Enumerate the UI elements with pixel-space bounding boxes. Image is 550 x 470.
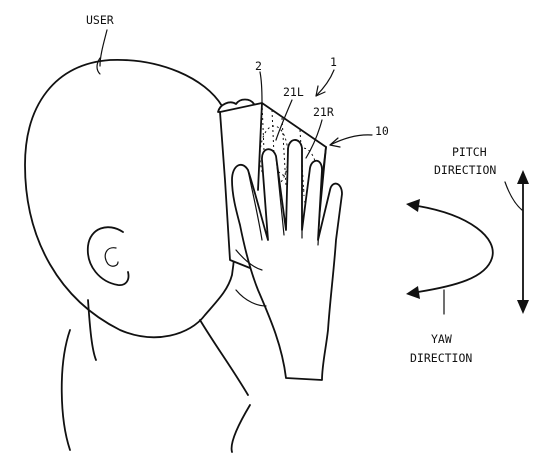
pitch-arrowhead-top <box>517 170 529 184</box>
arrow-1-head <box>315 85 326 97</box>
hair-whorl <box>96 57 101 75</box>
user-head <box>24 59 236 339</box>
pitch-arrow <box>504 170 529 314</box>
label-pitch-direction: DIRECTION <box>434 163 496 177</box>
yaw-arrow <box>406 199 494 315</box>
yaw-arrowhead-top <box>406 199 420 212</box>
leader-lines <box>99 29 373 159</box>
user-ear-inner <box>104 247 119 267</box>
leader-2 <box>259 71 263 103</box>
label-housing: 2 <box>255 59 262 73</box>
user-neck <box>87 299 249 396</box>
leader-21L <box>275 99 293 141</box>
labels: USER 2 1 21L 21R 10 PITCH DIRECTION YAW … <box>86 13 496 365</box>
label-device: 1 <box>330 55 337 69</box>
label-yaw-direction: DIRECTION <box>410 351 472 365</box>
pitch-leader <box>504 181 523 211</box>
yaw-arrowhead-bottom <box>406 286 420 299</box>
yaw-arc <box>417 205 494 293</box>
pitch-arrowhead-bottom <box>517 300 529 314</box>
leader-user <box>99 29 108 67</box>
hmd-hidden-lines <box>261 102 319 201</box>
finger-lines <box>247 147 323 246</box>
hand-outline <box>231 139 343 381</box>
label-right-lens: 21R <box>313 105 334 119</box>
leader-10-head <box>329 137 341 148</box>
label-user: USER <box>86 13 114 27</box>
leader-21R <box>305 119 323 159</box>
arrow-1 <box>315 69 335 97</box>
user-figure <box>24 57 251 453</box>
user-ear <box>87 226 130 286</box>
hand-wrist <box>235 249 267 307</box>
label-left-lens: 21L <box>283 85 304 99</box>
user-hand <box>231 139 343 381</box>
user-torso <box>60 329 251 453</box>
label-yaw: YAW <box>431 332 452 346</box>
label-display-unit: 10 <box>375 124 389 138</box>
leader-10 <box>329 134 373 146</box>
label-pitch: PITCH <box>452 145 487 159</box>
